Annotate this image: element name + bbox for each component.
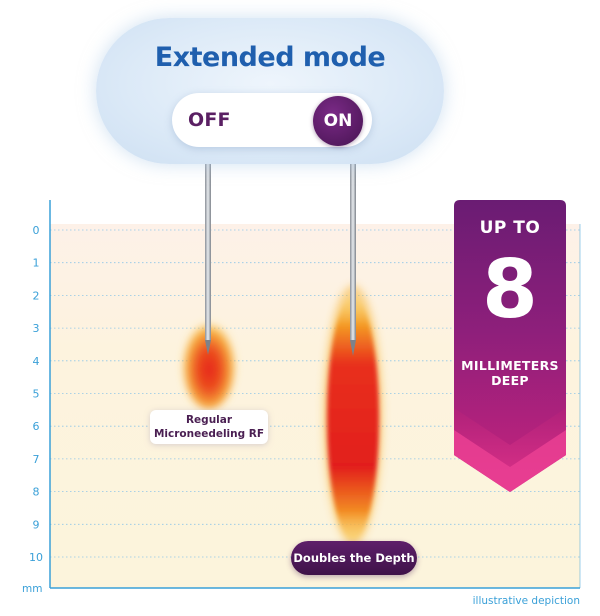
depth-tick-label: 2 <box>33 289 40 302</box>
depth-tick-label: 8 <box>33 486 40 499</box>
depth-unit-label: mm <box>22 583 43 595</box>
regular-label-line1: Regular <box>185 414 233 426</box>
regular-needle-label: Regular Microneedeling RF <box>150 410 268 444</box>
depth-tick-label: 9 <box>33 518 40 531</box>
extended-mode-card: Extended mode OFF ON <box>96 18 444 164</box>
mode-toggle[interactable]: OFF ON <box>172 93 372 147</box>
regular-flame <box>183 321 235 409</box>
depth-tick-label: 10 <box>29 551 43 564</box>
banner-unit-line2: DEEP <box>491 373 529 388</box>
depth-tick-label: 1 <box>33 257 40 270</box>
banner-up-to: UP TO <box>479 218 541 238</box>
banner-number: 8 <box>482 243 538 336</box>
extended-flame <box>327 296 379 540</box>
depth-tick-label: 0 <box>33 224 40 237</box>
extended-needle <box>350 140 356 356</box>
regular-label-line2: Microneedeling RF <box>153 428 265 440</box>
depth-tick-labels: 0 1 2 3 4 5 6 7 8 9 10 <box>29 224 43 564</box>
mode-title: Extended mode <box>154 42 386 73</box>
toggle-on-label: ON <box>323 111 353 131</box>
depth-tick-label: 4 <box>33 355 40 368</box>
regular-needle <box>205 140 211 355</box>
toggle-knob[interactable]: ON <box>313 96 363 146</box>
depth-tick-label: 5 <box>33 388 40 401</box>
banner-unit-line1: MILLIMETERS <box>461 358 559 373</box>
banner-unit: MILLIMETERS DEEP <box>453 358 567 388</box>
illustrative-caption: illustrative depiction <box>472 595 580 607</box>
doubles-depth-label: Doubles the Depth <box>291 541 417 575</box>
depth-tick-label: 3 <box>33 322 40 335</box>
depth-tick-label: 7 <box>33 453 40 466</box>
depth-banner <box>454 200 566 492</box>
depth-tick-label: 6 <box>33 420 40 433</box>
toggle-off-label: OFF <box>188 109 231 131</box>
